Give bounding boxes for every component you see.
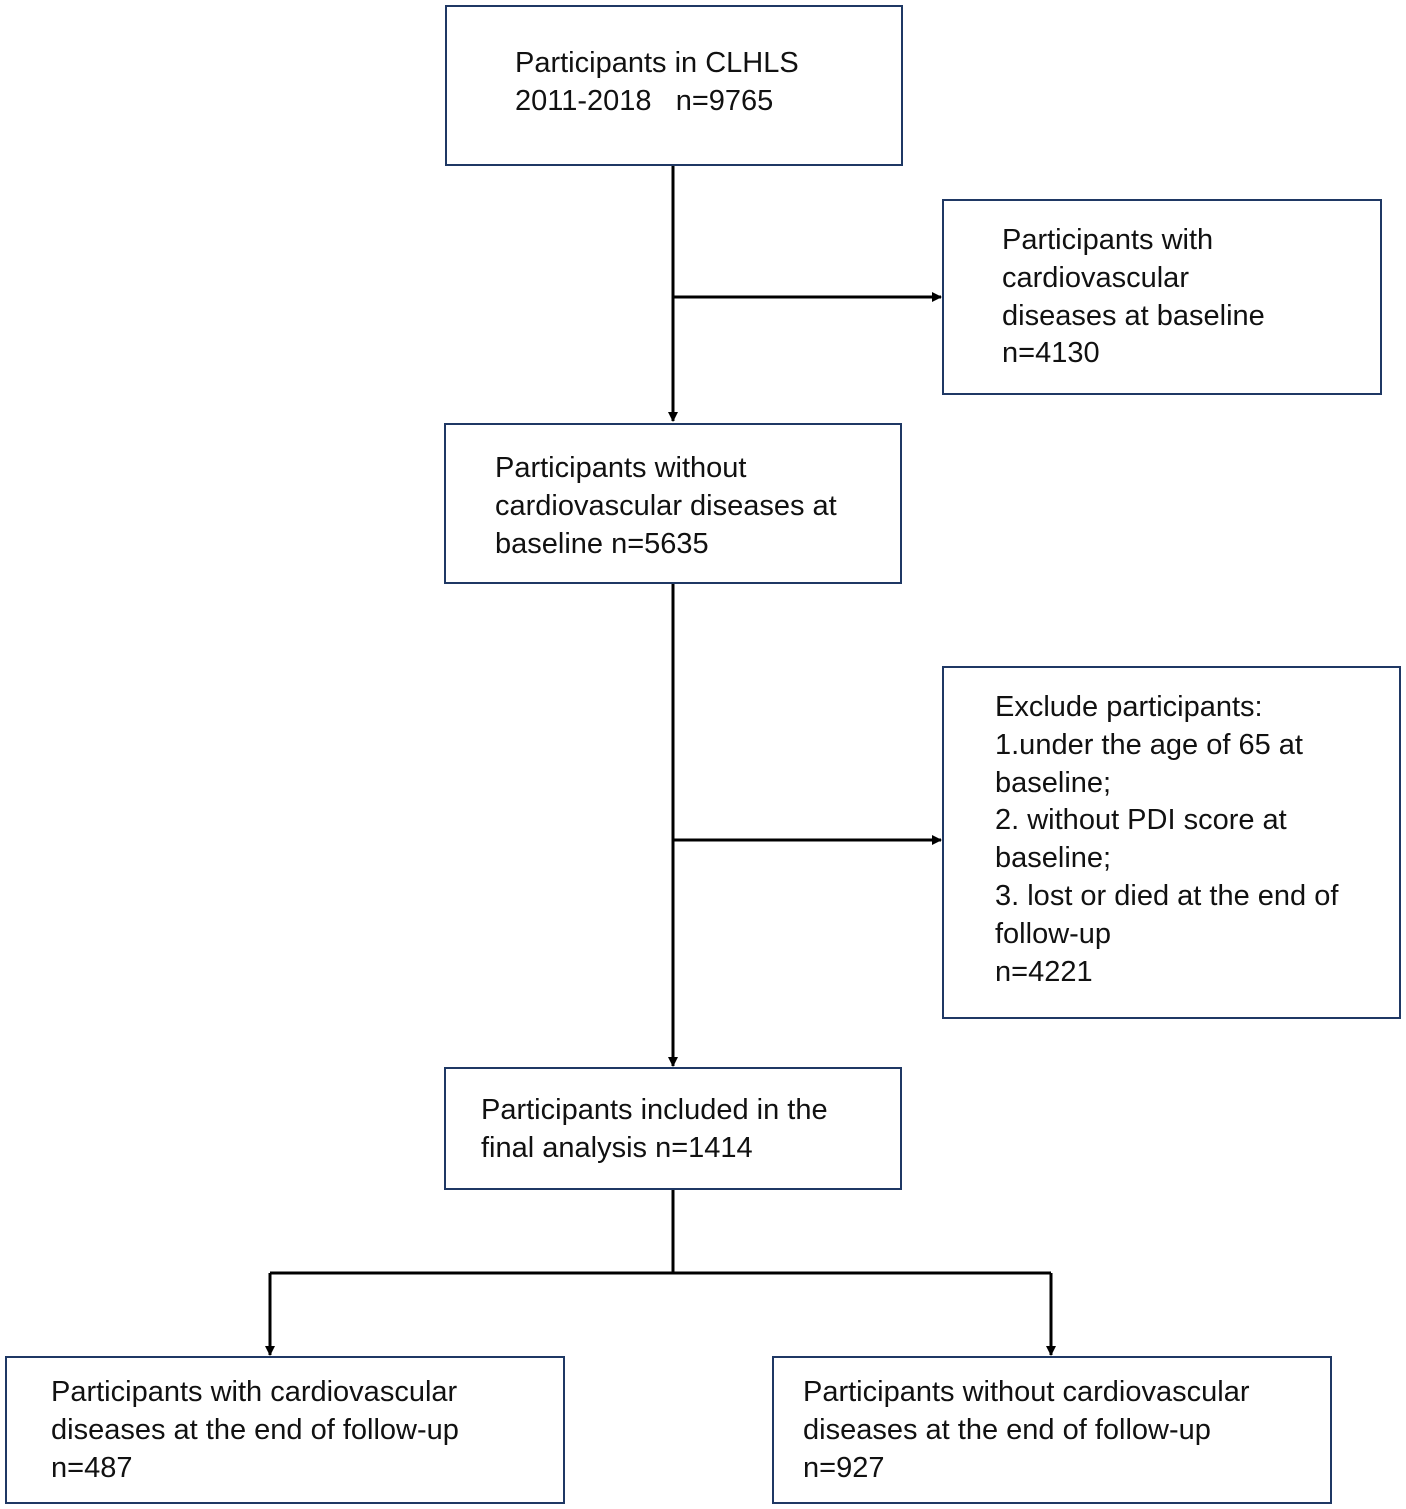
node-line: Participants included in the	[481, 1094, 828, 1126]
node-line: diseases at baseline	[1002, 299, 1265, 332]
node-line: cardiovascular	[1002, 261, 1189, 294]
node-line: n=487	[51, 1451, 133, 1484]
node-excluded	[942, 666, 1401, 1019]
node-line: baseline;	[995, 766, 1112, 799]
node-cvd-at-follow-up	[5, 1356, 565, 1504]
node-line: Participants in CLHLS	[515, 47, 799, 79]
node-cvd-at-follow-up-text: Participants with cardiovascular disease…	[51, 1374, 459, 1487]
node-no-cvd-at-baseline	[444, 423, 902, 584]
node-line: cardiovascular diseases at	[495, 489, 837, 522]
node-final-analysis-text: Participants included in the final analy…	[481, 1092, 828, 1168]
node-line: Participants without cardiovascular	[803, 1376, 1250, 1408]
node-cvd-at-baseline	[942, 199, 1382, 395]
node-all-participants	[445, 5, 903, 166]
node-line: final analysis n=1414	[481, 1131, 753, 1164]
node-line: n=4221	[995, 955, 1093, 988]
node-line: 2011-2018 n=9765	[515, 84, 774, 117]
node-line: diseases at the end of follow-up	[803, 1413, 1211, 1446]
node-line: baseline;	[995, 842, 1112, 875]
node-all-participants-text: Participants in CLHLS 2011-2018 n=9765	[515, 45, 799, 121]
node-line: n=4130	[1002, 337, 1100, 370]
node-line: 3. lost or died at the end of	[995, 879, 1339, 912]
node-final-analysis	[444, 1067, 902, 1190]
node-line: follow-up	[995, 917, 1112, 950]
node-cvd-at-baseline-text: Participants with cardiovascular disease…	[1002, 222, 1265, 373]
node-line: n=927	[803, 1451, 885, 1484]
node-line: Participants with cardiovascular	[51, 1376, 458, 1408]
node-line: Exclude participants:	[995, 691, 1263, 723]
node-no-cvd-at-follow-up	[772, 1356, 1332, 1504]
node-line: 2. without PDI score at	[995, 804, 1287, 837]
node-no-cvd-at-follow-up-text: Participants without cardiovascular dise…	[803, 1374, 1249, 1487]
node-line: Participants without	[495, 452, 747, 484]
node-line: 1.under the age of 65 at	[995, 728, 1303, 761]
node-excluded-text: Exclude participants: 1.under the age of…	[995, 689, 1338, 991]
node-no-cvd-at-baseline-text: Participants without cardiovascular dise…	[495, 450, 837, 563]
node-line: diseases at the end of follow-up	[51, 1413, 459, 1446]
node-line: baseline n=5635	[495, 527, 709, 560]
node-line: Participants with	[1002, 224, 1214, 256]
